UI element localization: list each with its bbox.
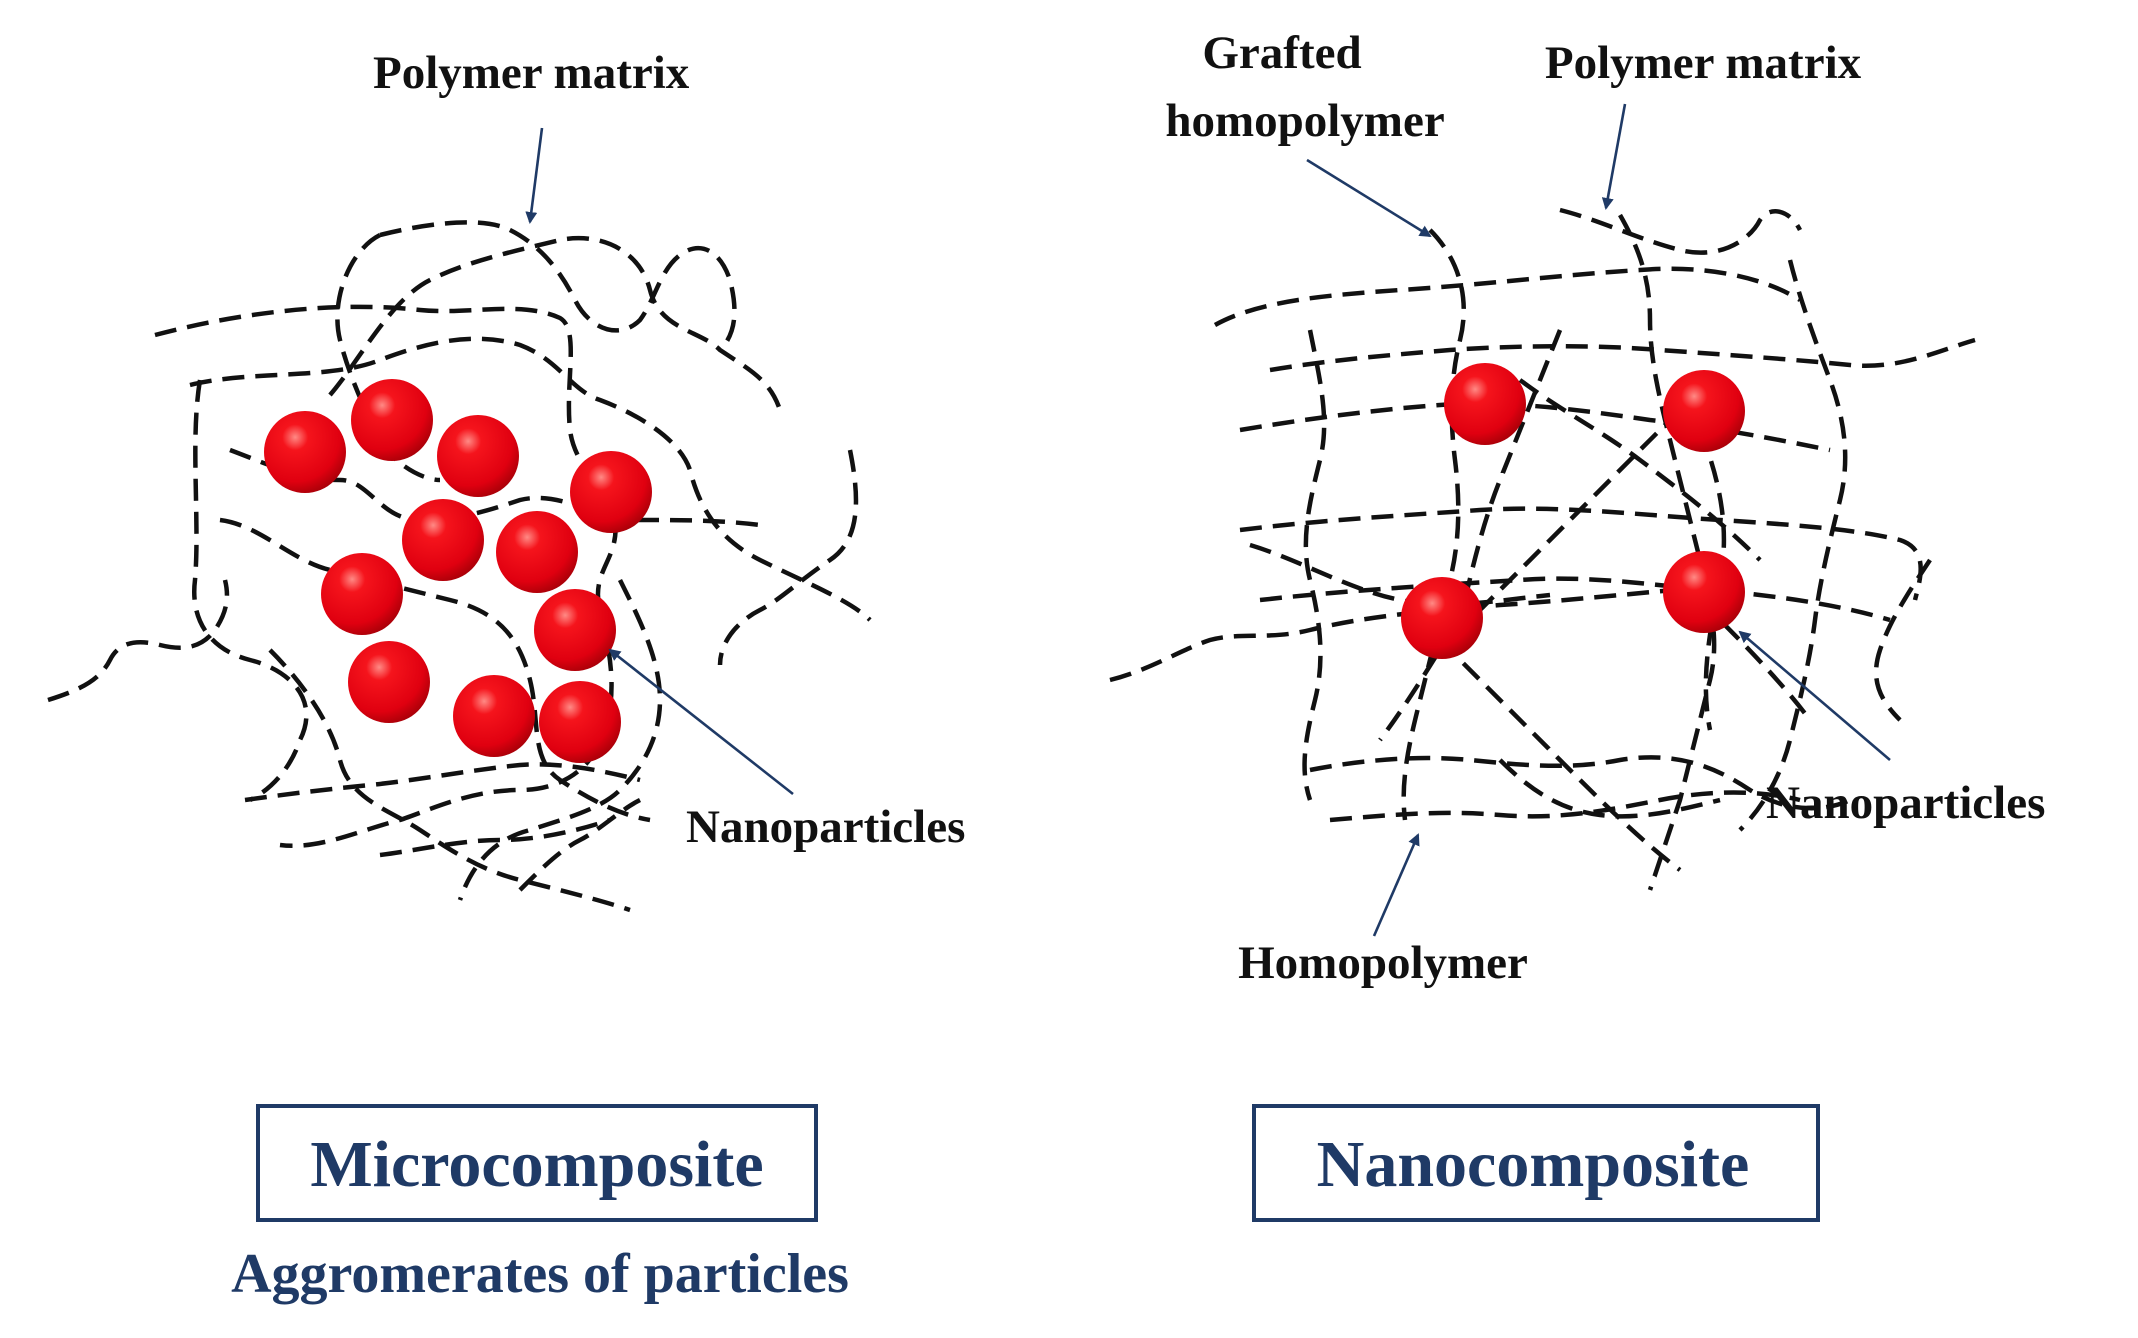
grafted-homopolymer-arrow (1306, 158, 1432, 238)
polymer-matrix-arrow-left (525, 127, 544, 224)
microcomposite-subtitle: Aggromerates of particles (231, 1243, 849, 1305)
microcomposite-panel: Polymer matrix Nanoparticles Microcompos… (47, 47, 965, 1305)
nanoparticle (453, 675, 535, 757)
grafted-homopolymer-label-line2: homopolymer (1165, 95, 1444, 147)
microcomposite-title: Microcomposite (310, 1128, 763, 1201)
nanocomposite-title: Nanocomposite (1317, 1128, 1750, 1201)
nanoparticle (437, 415, 519, 497)
nanoparticle (1663, 551, 1745, 633)
homopolymer-arrow (1372, 833, 1420, 937)
nanoparticle (321, 553, 403, 635)
nanoparticles-left (264, 379, 652, 763)
polymer-chains-right (1109, 207, 1976, 891)
polymer-chains-left (47, 220, 872, 913)
nanoparticle (1444, 363, 1526, 445)
nanocomposite-panel: Grafted homopolymer Polymer matrix Nanop… (1109, 27, 2045, 1222)
polymer-matrix-label-left: Polymer matrix (373, 47, 690, 99)
nanoparticle (539, 681, 621, 763)
polymer-matrix-label-right: Polymer matrix (1545, 37, 1862, 89)
nanocomposite-title-box (1252, 1104, 1820, 1222)
nanoparticles-label-right: Nanoparticles (1766, 777, 2045, 829)
nanoparticles-label-left: Nanoparticles (686, 801, 965, 853)
nanoparticle (570, 451, 652, 533)
nanoparticle (264, 411, 346, 493)
nanoparticle (348, 641, 430, 723)
microcomposite-title-box (256, 1104, 818, 1222)
nanoparticle (534, 589, 616, 671)
nanoparticles-arrow-left (608, 648, 794, 796)
nanoparticle (351, 379, 433, 461)
nanoparticle (1401, 577, 1483, 659)
homopolymer-label: Homopolymer (1238, 937, 1528, 989)
nanoparticle (1663, 370, 1745, 452)
nanoparticles-right (1401, 363, 1745, 659)
nanoparticle (496, 511, 578, 593)
nanoparticle (402, 499, 484, 581)
nanoparticles-arrow-right (1738, 630, 1891, 761)
polymer-matrix-arrow-right (1601, 103, 1627, 210)
grafted-homopolymer-label-line1: Grafted (1202, 27, 1361, 79)
